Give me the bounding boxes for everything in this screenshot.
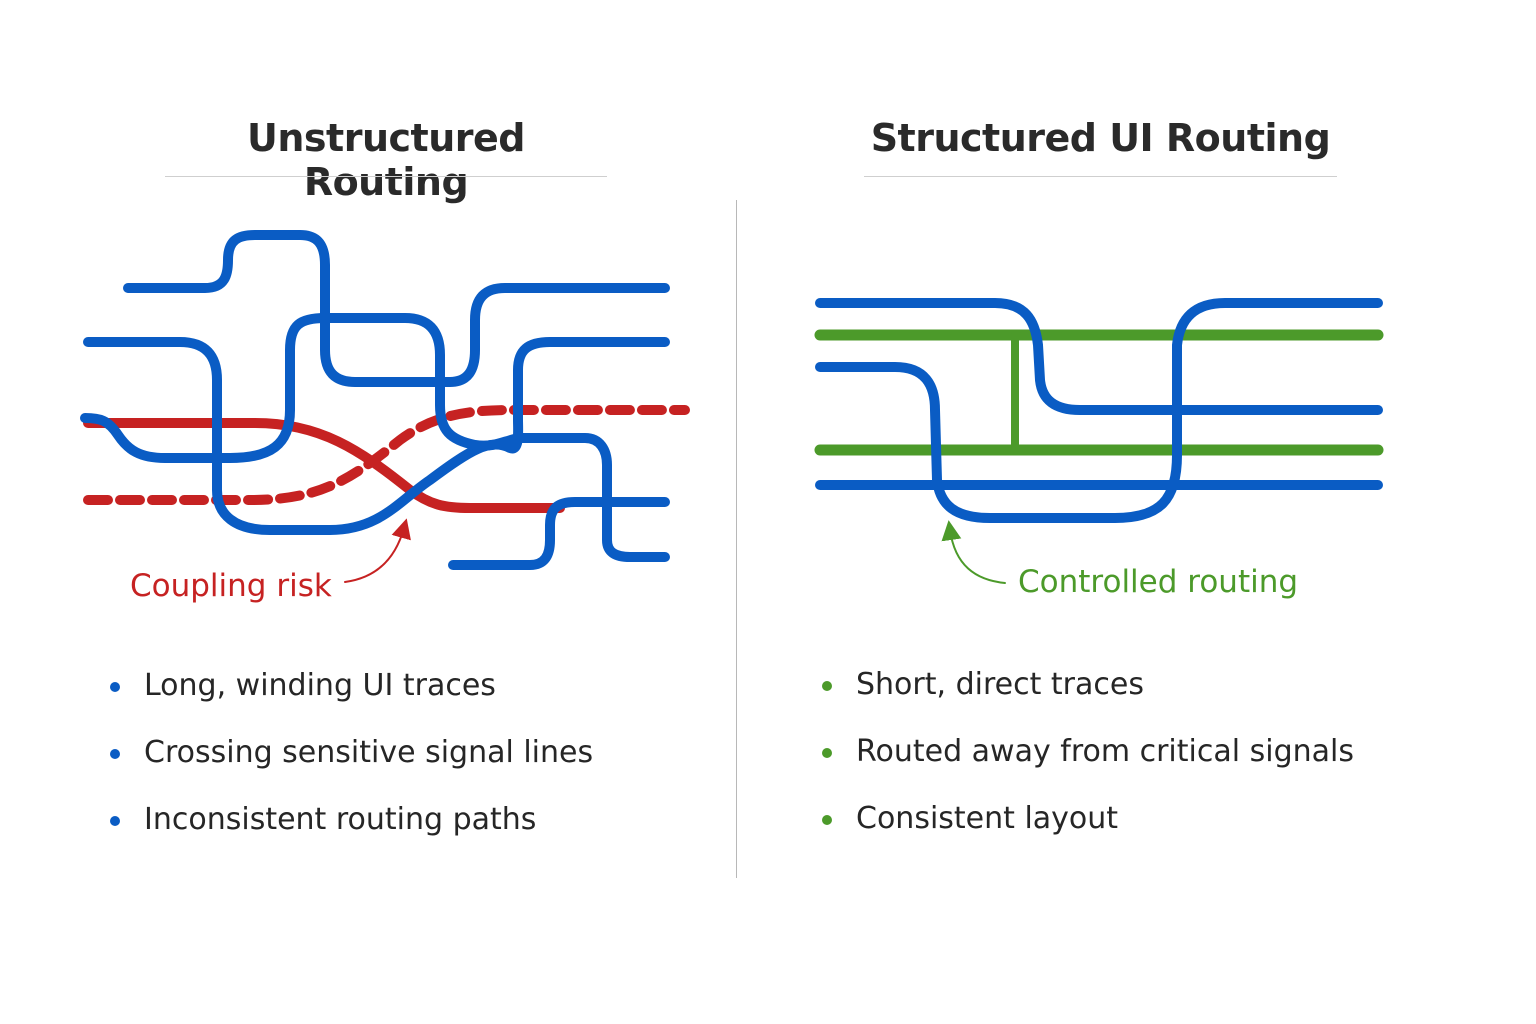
left-title-underline xyxy=(165,176,607,177)
bullet-dot-icon xyxy=(110,749,120,759)
bullet-item: Inconsistent routing paths xyxy=(110,802,593,869)
ui-trace-1 xyxy=(123,230,670,387)
bullet-dot-icon xyxy=(822,748,832,758)
bullet-item: Long, winding UI traces xyxy=(110,668,593,735)
bullet-item: Routed away from critical signals xyxy=(822,734,1354,801)
bullet-item: Short, direct traces xyxy=(822,667,1354,734)
ui-trace-a xyxy=(815,298,1383,415)
bullet-item: Consistent layout xyxy=(822,801,1354,868)
right-panel-title: Structured UI Routing xyxy=(870,116,1331,160)
ui-trace-b xyxy=(815,298,1383,523)
structured-bullet-list: Short, direct traces Routed away from cr… xyxy=(822,667,1354,868)
unstructured-bullet-list: Long, winding UI traces Crossing sensiti… xyxy=(110,668,593,869)
bullet-dot-icon xyxy=(822,681,832,691)
ui-trace-4 xyxy=(448,497,670,570)
sensitive-signal-dashed xyxy=(83,405,690,505)
ui-trace-3 xyxy=(80,313,670,562)
right-title-underline xyxy=(864,176,1337,177)
bullet-dot-icon xyxy=(822,815,832,825)
structured-routing-diagram xyxy=(814,298,1384,584)
left-panel-title: Unstructured Routing xyxy=(247,116,525,204)
unstructured-routing-diagram xyxy=(80,230,690,583)
bullet-dot-icon xyxy=(110,816,120,826)
coupling-risk-label: Coupling risk xyxy=(130,568,332,604)
bullet-item: Crossing sensitive signal lines xyxy=(110,735,593,802)
ui-trace-2 xyxy=(83,337,670,535)
controlled-routing-label: Controlled routing xyxy=(1018,564,1299,600)
coupling-arrow xyxy=(344,518,411,583)
panel-divider xyxy=(736,200,737,878)
controlled-arrow xyxy=(941,520,1006,584)
bullet-dot-icon xyxy=(110,682,120,692)
